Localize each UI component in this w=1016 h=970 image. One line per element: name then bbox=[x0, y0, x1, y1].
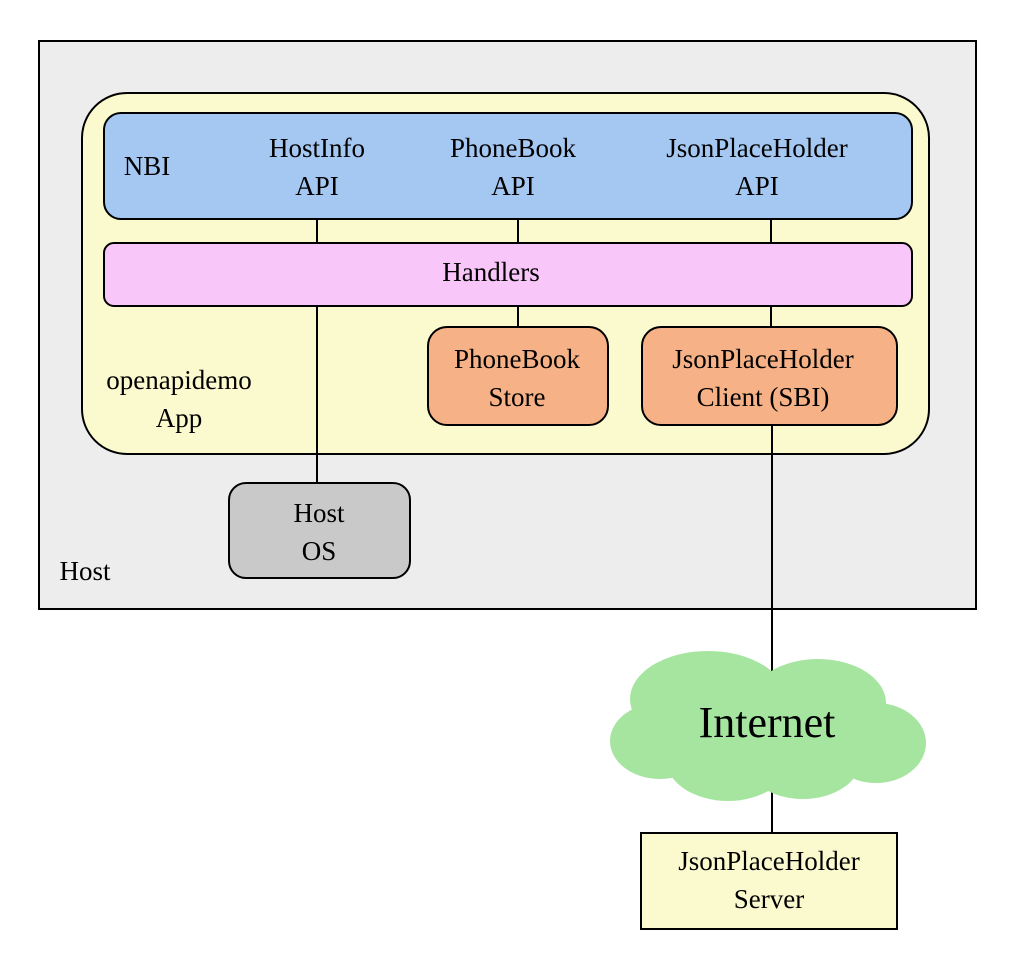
jsonplaceholder-client-box bbox=[641, 326, 898, 426]
phonebook-api-label: PhoneBook API bbox=[450, 129, 576, 205]
host-os-label: Host OS bbox=[293, 494, 344, 570]
hostinfo-api-label: HostInfo API bbox=[269, 129, 365, 205]
phonebook-store-label: PhoneBook Store bbox=[454, 340, 580, 416]
host-os-line2: OS bbox=[301, 536, 337, 566]
internet-label: Internet bbox=[698, 698, 836, 747]
host-label: Host bbox=[59, 556, 111, 586]
internet-cloud-icon bbox=[610, 651, 926, 801]
hostinfo-api-line1: HostInfo bbox=[269, 133, 365, 163]
host-os-box bbox=[228, 482, 411, 579]
phonebook-store-box bbox=[427, 326, 609, 426]
connector-handlers-to-phonebook-store bbox=[517, 306, 519, 327]
jsonplaceholder-api-line1: JsonPlaceHolder bbox=[666, 133, 848, 163]
client-label-line1: JsonPlaceHolder bbox=[672, 344, 854, 374]
server-label-line2: Server bbox=[733, 884, 805, 914]
connector-handlers-to-jsonplaceholder-client bbox=[770, 306, 772, 327]
connector-client-to-server bbox=[771, 425, 773, 833]
hostinfo-api-line2: API bbox=[295, 171, 339, 201]
client-label-line2: Client (SBI) bbox=[696, 382, 830, 412]
host-os-line1: Host bbox=[293, 498, 345, 528]
nbi-label: NBI bbox=[123, 151, 171, 181]
app-label-line1: openapidemo bbox=[106, 365, 252, 395]
nbi-api-box bbox=[103, 112, 913, 220]
connector-phonebook-api-to-handlers bbox=[517, 219, 519, 243]
jsonplaceholder-server-label: JsonPlaceHolder Server bbox=[678, 842, 859, 918]
jsonplaceholder-server-box bbox=[640, 832, 898, 930]
handlers-label: Handlers bbox=[442, 257, 540, 287]
phonebook-api-line2: API bbox=[491, 171, 535, 201]
connector-handlers-to-host-os bbox=[316, 306, 318, 483]
store-label-line2: Store bbox=[488, 382, 546, 412]
app-label-line2: App bbox=[155, 403, 203, 433]
jsonplaceholder-api-label: JsonPlaceHolder API bbox=[666, 129, 847, 205]
openapidemo-app-label: openapidemo App bbox=[106, 361, 251, 437]
handlers-box bbox=[103, 242, 913, 307]
phonebook-api-line1: PhoneBook bbox=[449, 133, 577, 163]
jsonplaceholder-client-label: JsonPlaceHolder Client (SBI) bbox=[672, 340, 853, 416]
connector-jsonplaceholder-api-to-handlers bbox=[770, 219, 772, 243]
server-label-line1: JsonPlaceHolder bbox=[678, 846, 860, 876]
connector-hostinfo-api-to-handlers bbox=[316, 219, 318, 243]
store-label-line1: PhoneBook bbox=[453, 344, 581, 374]
jsonplaceholder-api-line2: API bbox=[735, 171, 779, 201]
